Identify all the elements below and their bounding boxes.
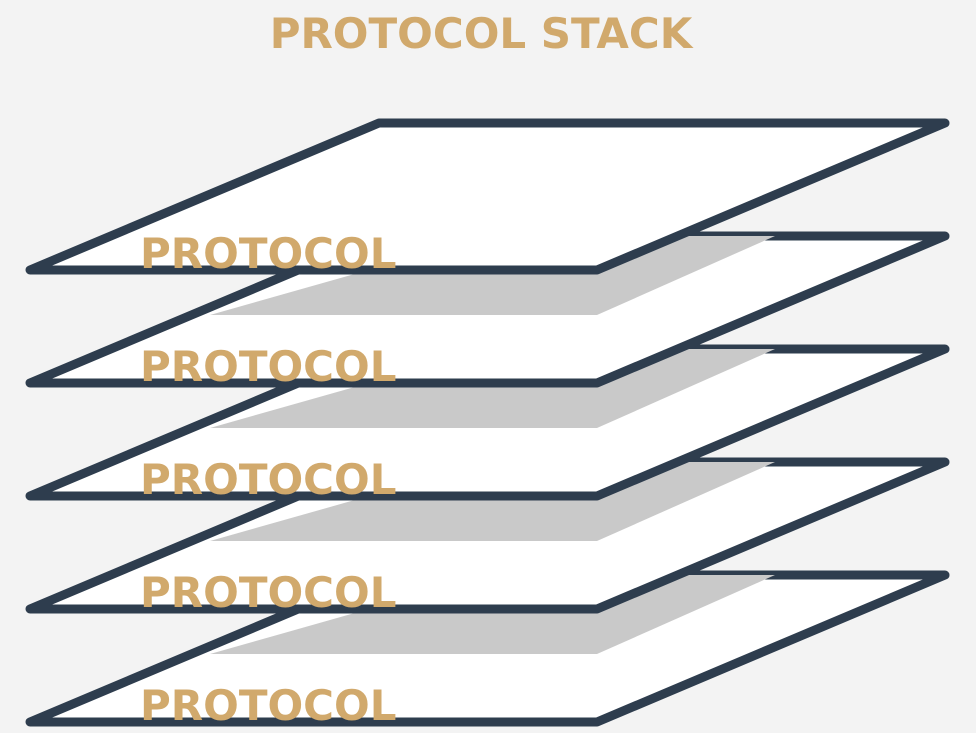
layer-label: PROTOCOL: [140, 342, 396, 391]
protocol-layer: PROTOCOL: [25, 118, 950, 315]
layer-stack: PROTOCOL PROTOCOL PROTOCOL PROTOCOL PROTOCOL: [25, 118, 950, 730]
diagram-title: PROTOCOL STACK: [270, 9, 694, 58]
layer-label: PROTOCOL: [140, 229, 396, 278]
layer-label: PROTOCOL: [140, 681, 396, 730]
layer-plane: [25, 118, 950, 275]
layer-label: PROTOCOL: [140, 455, 396, 504]
layer-label: PROTOCOL: [140, 568, 396, 617]
